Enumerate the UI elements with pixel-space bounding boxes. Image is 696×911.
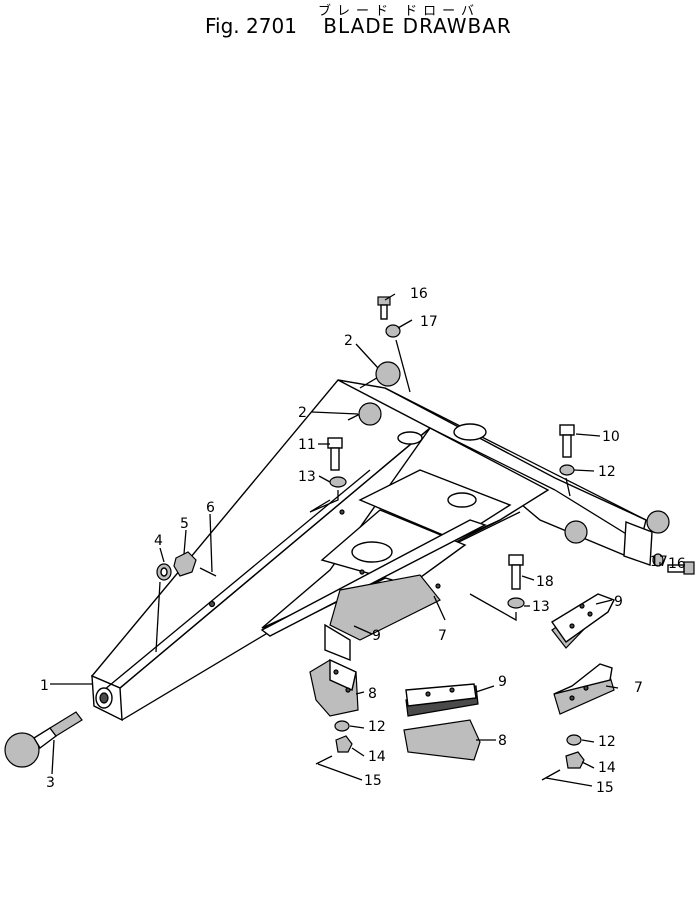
callout-12-right-lower: 12 — [598, 734, 616, 750]
ball-stud-upper — [359, 361, 401, 389]
shoe-8-left — [309, 658, 359, 717]
callout-16-upper: 16 — [410, 286, 428, 302]
drawbar-frame — [90, 379, 653, 722]
callout-5: 5 — [180, 516, 189, 532]
figure-name: BLADE DRAWBAR — [323, 14, 512, 38]
callout-6: 6 — [206, 500, 215, 516]
figure-number: Fig. 2701 — [205, 14, 297, 38]
callout-17-right: 17 — [650, 554, 668, 570]
bolt-18 — [508, 554, 524, 590]
front-ball-stud — [4, 711, 83, 768]
callout-12-left: 12 — [368, 719, 386, 735]
figure-title: Fig. 2701 BLADE DRAWBAR — [205, 14, 512, 38]
shoe-8-center — [403, 719, 481, 761]
callout-13-left: 13 — [298, 469, 316, 485]
callout-9-right: 9 — [614, 594, 623, 610]
nut-14-right — [565, 751, 585, 769]
washer-12-right — [559, 464, 575, 476]
callout-15-right: 15 — [596, 780, 614, 796]
callout-2-upper: 2 — [344, 333, 353, 349]
callout-9-left: 9 — [372, 628, 381, 644]
callout-10: 10 — [602, 429, 620, 445]
liner-9-center — [405, 683, 479, 717]
ball-stud-right — [564, 510, 670, 544]
callout-3: 3 — [46, 775, 55, 791]
japanese-title: ブレード ドローバ — [318, 4, 481, 19]
bolt-15-right — [541, 769, 561, 781]
washer-13-left — [329, 476, 347, 488]
washer-13-right — [507, 597, 525, 609]
nut-14-left — [335, 735, 353, 753]
callout-9-center: 9 — [498, 674, 507, 690]
grease-fitting-6 — [199, 567, 217, 577]
callout-7-center: 7 — [438, 628, 447, 644]
callout-labels: 16 17 2 2 10 11 12 13 6 5 4 18 17 16 9 1… — [40, 286, 686, 796]
bolt-16-upper — [377, 296, 391, 320]
leader-lines — [50, 293, 661, 787]
callout-15-left: 15 — [364, 773, 382, 789]
callout-8-center: 8 — [498, 733, 507, 749]
callout-14-left: 14 — [368, 749, 386, 765]
callout-17-upper: 17 — [420, 314, 438, 330]
callout-13-right: 13 — [532, 599, 550, 615]
liner-9-right — [550, 593, 615, 649]
washer-12-right-lower — [566, 734, 582, 746]
callout-12-right: 12 — [598, 464, 616, 480]
callout-4: 4 — [154, 533, 163, 549]
bolt-16-right — [667, 561, 695, 575]
callout-18: 18 — [536, 574, 554, 590]
nut-5 — [173, 551, 197, 577]
callout-11: 11 — [298, 437, 316, 453]
ball-stud-lower — [347, 402, 382, 426]
callout-8-left: 8 — [368, 686, 377, 702]
bolt-15-left — [315, 755, 333, 765]
washer-4 — [156, 563, 172, 581]
bolt-10 — [559, 424, 575, 458]
callout-16-right: 16 — [668, 556, 686, 572]
washer-17-upper — [385, 324, 401, 338]
callout-14-right: 14 — [598, 760, 616, 776]
callout-2-lower: 2 — [298, 405, 307, 421]
washer-12-left — [334, 720, 350, 732]
callout-1: 1 — [40, 678, 49, 694]
bracket-7-right — [553, 663, 615, 715]
bolt-11 — [327, 437, 343, 471]
callout-7-right: 7 — [634, 680, 643, 696]
